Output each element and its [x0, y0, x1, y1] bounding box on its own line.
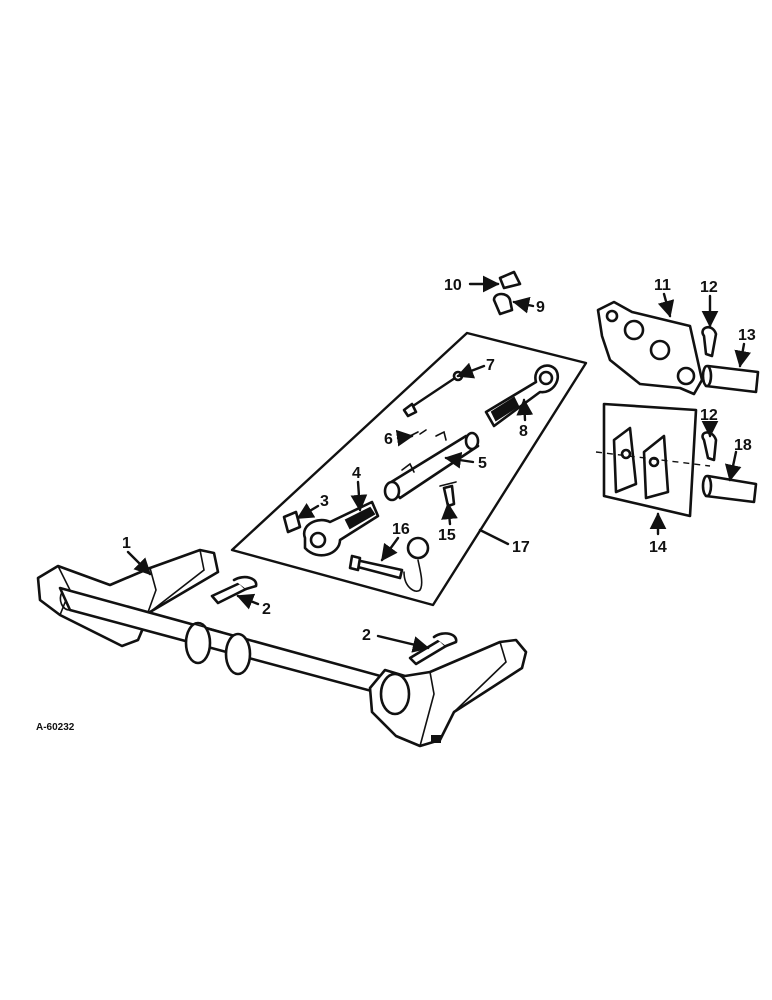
- callout-5: 5: [478, 455, 487, 472]
- callout-1: 1: [122, 535, 131, 552]
- clip-10: [498, 270, 522, 290]
- figure-code: A-60232: [36, 722, 75, 733]
- callout-12-lower: 12: [700, 407, 718, 424]
- tube-5: [383, 430, 480, 502]
- callout-3: 3: [320, 493, 329, 510]
- callout-labels: 1 2 2 3 4 5 6 7 8 9 10 11 12 13 12 18 14…: [36, 277, 756, 733]
- callout-2-lower: 2: [362, 627, 371, 644]
- pin-13: [701, 364, 760, 394]
- clip-3: [282, 510, 302, 534]
- callout-17: 17: [512, 539, 530, 556]
- pin-18: [701, 474, 758, 504]
- pin-2-upper: [210, 575, 258, 605]
- callout-11: 11: [654, 277, 671, 294]
- rod-end-4: [302, 500, 380, 557]
- leader-lines: [126, 275, 751, 653]
- plate-14: [595, 402, 711, 518]
- callout-8: 8: [519, 423, 528, 440]
- callout-16: 16: [392, 521, 410, 538]
- callout-9: 9: [536, 299, 545, 316]
- callout-7: 7: [486, 357, 495, 374]
- bracket-11: [596, 300, 704, 396]
- callout-4: 4: [352, 465, 361, 482]
- pin-2-lower: [408, 632, 458, 666]
- rod-end-8: [484, 364, 560, 428]
- kit-panel: [230, 331, 588, 607]
- callout-10: 10: [444, 277, 462, 294]
- callout-6: 6: [384, 431, 393, 448]
- callout-2-upper: 2: [262, 601, 271, 618]
- callout-15: 15: [438, 527, 456, 544]
- rod-7: [402, 370, 464, 418]
- callout-12-top: 12: [700, 279, 718, 296]
- clip-12-top: [701, 325, 718, 358]
- callout-18: 18: [734, 437, 752, 454]
- pin-15: [439, 481, 457, 508]
- pin-16: [348, 536, 430, 592]
- drawbar: [36, 548, 528, 748]
- callout-13: 13: [738, 327, 756, 344]
- clip-9: [492, 292, 514, 316]
- callout-14: 14: [649, 539, 667, 556]
